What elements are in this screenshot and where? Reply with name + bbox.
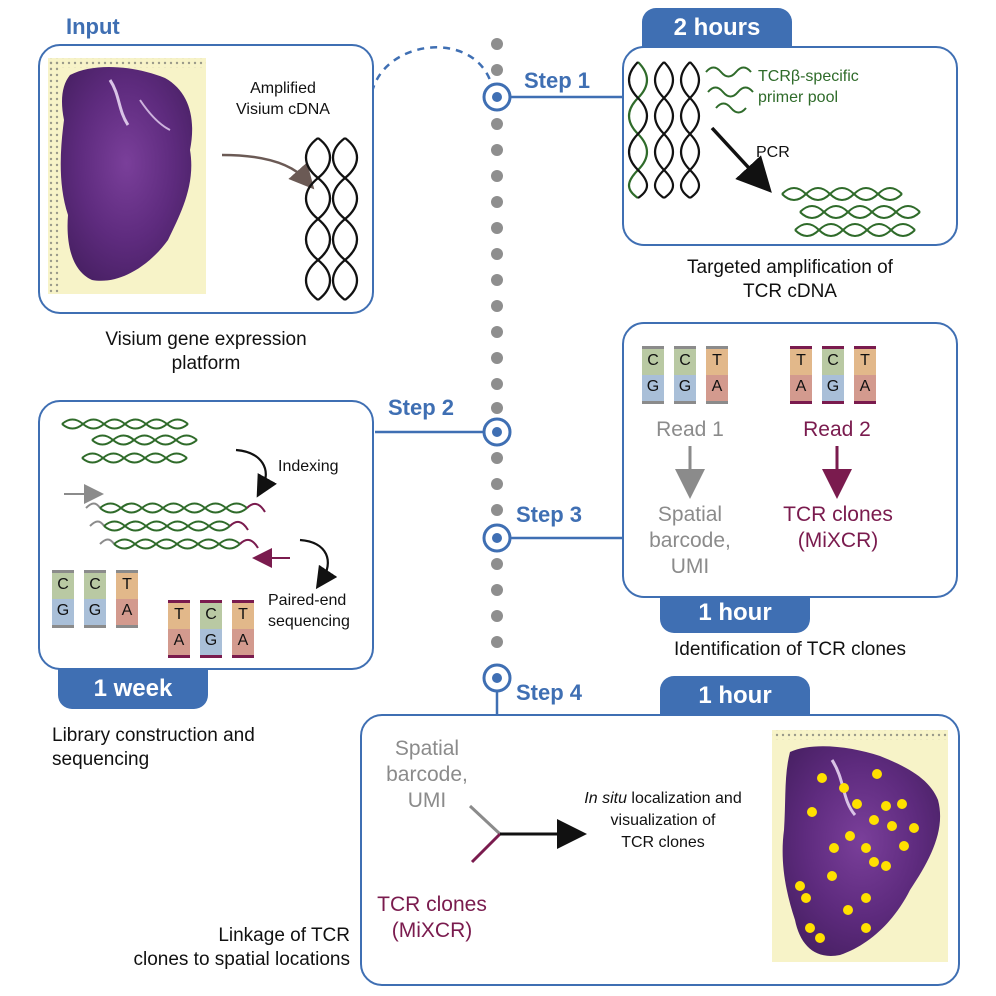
step1-caption: Targeted amplification of TCR cDNA	[622, 256, 958, 304]
base-icon-bottom: G	[84, 599, 106, 628]
step4-label: Step 4	[516, 680, 583, 705]
step4-spatial-line3: UMI	[407, 789, 447, 812]
step4-caption-line2: clones to spatial locations	[133, 949, 350, 970]
input-connector	[370, 46, 492, 93]
base-icon-bottom: A	[854, 375, 876, 404]
insitu-line2: visualization of	[610, 812, 716, 829]
base-icon-bottom: G	[674, 375, 696, 404]
input-title: Input	[66, 14, 120, 39]
indexing-label: Indexing	[278, 458, 339, 475]
amplified-line1: Amplified	[250, 80, 316, 97]
step2-label: Step 2	[388, 395, 455, 420]
step4-caption-line1: Linkage of TCR	[218, 925, 350, 946]
insitu-italic: In situ	[584, 790, 627, 807]
base-icon-top: C	[84, 570, 106, 599]
base-icon-bottom: G	[52, 599, 74, 628]
base-icon-bottom: A	[706, 375, 728, 404]
base-icon-top: C	[822, 346, 844, 375]
base-icon-top: T	[706, 346, 728, 375]
step4-node	[482, 663, 512, 716]
base-icon-top: T	[116, 570, 138, 599]
primer-line2: primer pool	[758, 89, 839, 106]
primer-line1: TCRβ-specific	[758, 68, 859, 85]
base-icon-bottom: G	[642, 375, 664, 404]
step3-spatial-line1: Spatial	[657, 503, 723, 526]
base-icon-top: C	[642, 346, 664, 375]
step4-tcr-label: TCR clones (MiXCR)	[362, 892, 502, 944]
input-caption: Visium gene expression platform	[38, 328, 374, 376]
step3-label: Step 3	[516, 502, 583, 527]
base-icon-top: C	[52, 570, 74, 599]
step4-caption: Linkage of TCR clones to spatial locatio…	[60, 924, 350, 972]
timeline	[491, 38, 503, 648]
step3-duration-tab: 1 hour	[660, 597, 810, 633]
base-icon-bottom: A	[116, 599, 138, 628]
step3-node	[482, 523, 623, 553]
base-icon-top: C	[674, 346, 696, 375]
input-caption-line2: platform	[171, 353, 241, 374]
base-icon-top: T	[232, 600, 254, 629]
step3-spatial-line2: barcode,	[649, 529, 731, 552]
step2-node	[375, 417, 512, 447]
step4-tcr-line2: (MiXCR)	[391, 919, 473, 942]
base-icon-top: T	[790, 346, 812, 375]
insitu-line3: TCR clones	[621, 834, 705, 851]
step2-caption: Library construction and sequencing	[52, 724, 255, 772]
insitu-rest: localization and	[626, 790, 742, 807]
base-icon-top: T	[854, 346, 876, 375]
base-icon-bottom: A	[168, 629, 190, 658]
step4-spatial-line2: barcode,	[386, 763, 468, 786]
paired-line1: Paired-end	[268, 592, 347, 609]
step3-caption: Identification of TCR clones	[674, 639, 906, 660]
step3-tcr-line2: (MiXCR)	[797, 529, 879, 552]
step4-spatial-label: Spatial barcode, UMI	[372, 736, 482, 814]
read1-label: Read 1	[656, 418, 724, 441]
amplified-line2: Visium cDNA	[236, 101, 330, 118]
step1-node	[482, 82, 623, 112]
step3-tcr-label: TCR clones (MiXCR)	[768, 502, 908, 554]
insitu-label: In situ localization and visualization o…	[556, 788, 770, 854]
read2-label: Read 2	[803, 418, 871, 441]
base-icon-top: C	[200, 600, 222, 629]
base-icon-bottom: A	[790, 375, 812, 404]
base-icon-bottom: A	[232, 629, 254, 658]
step4-tcr-line1: TCR clones	[377, 893, 487, 916]
base-icon-bottom: G	[200, 629, 222, 658]
paired-end-label: Paired-end sequencing	[268, 590, 350, 632]
base-icon-top: T	[168, 600, 190, 629]
step2-duration-tab: 1 week	[58, 669, 208, 709]
step1-duration-tab: 2 hours	[642, 8, 792, 48]
input-caption-line1: Visium gene expression	[105, 329, 307, 350]
insitu-line1: In situ localization and	[556, 788, 770, 810]
base-icon-bottom: G	[822, 375, 844, 404]
amplified-cdna-label: Amplified Visium cDNA	[218, 78, 348, 120]
step3-tcr-line1: TCR clones	[783, 503, 893, 526]
step3-spatial-line3: UMI	[670, 555, 710, 578]
step1-label: Step 1	[524, 68, 591, 93]
step3-spatial-label: Spatial barcode, UMI	[630, 502, 750, 580]
step4-spatial-line1: Spatial	[394, 737, 460, 760]
step1-caption-line1: Targeted amplification of	[687, 257, 893, 278]
paired-line2: sequencing	[268, 613, 350, 630]
step2-caption-line2: sequencing	[52, 749, 150, 770]
step2-caption-line1: Library construction and	[52, 725, 255, 746]
primer-pool-label: TCRβ-specific primer pool	[758, 66, 859, 108]
step4-duration-tab: 1 hour	[660, 676, 810, 716]
step1-caption-line2: TCR cDNA	[743, 281, 837, 302]
pcr-label: PCR	[756, 144, 790, 161]
